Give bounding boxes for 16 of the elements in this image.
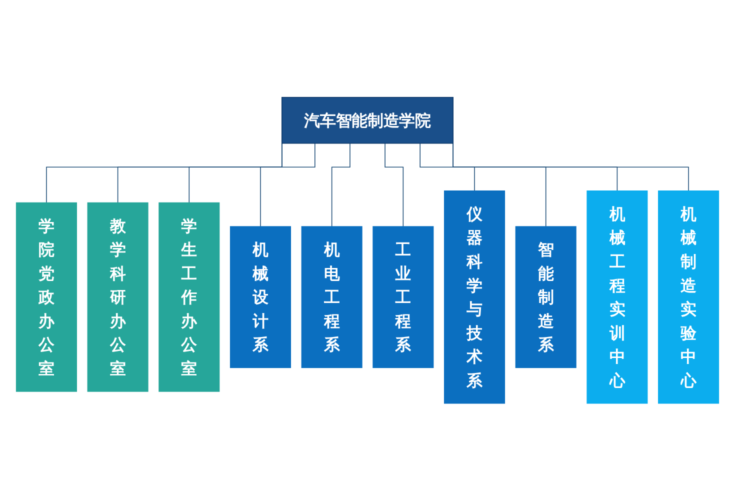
- node-box: [282, 96, 454, 144]
- connector: [331, 142, 350, 227]
- node-box: [586, 190, 648, 404]
- node-box: [658, 190, 720, 404]
- connector: [260, 142, 316, 227]
- node-box: [301, 226, 362, 368]
- connector: [420, 142, 475, 191]
- node-box: [158, 202, 220, 392]
- node-box: [87, 202, 148, 392]
- connector: [188, 142, 282, 203]
- node-box: [372, 226, 434, 368]
- node-box: [515, 226, 576, 368]
- node-box: [16, 202, 77, 392]
- node-box: [444, 190, 506, 404]
- node-box: [230, 226, 291, 368]
- connector: [384, 142, 404, 227]
